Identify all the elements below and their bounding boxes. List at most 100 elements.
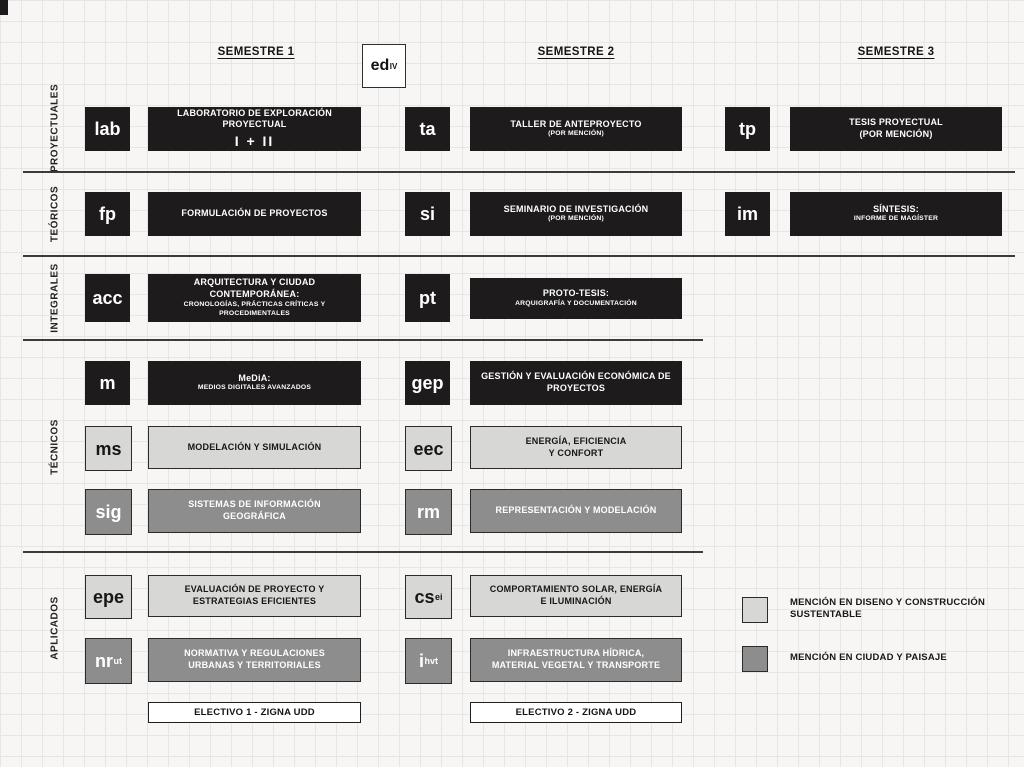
course-box-si: SEMINARIO DE INVESTIGACIÓN (POR MENCIÓN) <box>470 192 682 236</box>
course-title: ARQUITECTURA Y CIUDAD <box>193 277 316 288</box>
legend-label-sustentable: MENCIÓN EN DISENO Y CONSTRUCCIÓN SUSTENT… <box>790 597 986 621</box>
code-superscript: ei <box>435 591 443 602</box>
course-code-fp: fp <box>85 192 130 236</box>
code-text: cs <box>414 587 435 607</box>
course-code-acc: acc <box>85 274 130 322</box>
course-title: ENERGÍA, EFICIENCIA <box>525 435 627 446</box>
course-title-2: MATERIAL VEGETAL Y TRANSPORTE <box>491 660 661 670</box>
code-text: ms <box>95 438 122 459</box>
legend-swatch-sustentable <box>742 597 768 623</box>
divider-teoricos <box>23 255 1015 257</box>
divider-proyectuales <box>23 171 1015 173</box>
course-title: EVALUACIÓN DE PROYECTO Y <box>184 584 325 595</box>
code-text: tp <box>739 119 756 139</box>
course-box-ms: MODELACIÓN Y SIMULACIÓN <box>148 426 361 469</box>
course-title: MeDiA: <box>238 372 271 383</box>
course-title: GESTIÓN Y EVALUACIÓN ECONÓMICA DE <box>481 371 671 382</box>
course-title-2: URBANAS Y TERRITORIALES <box>188 660 321 670</box>
code-text: sig <box>95 502 122 522</box>
code-text: im <box>736 204 758 224</box>
course-box-m: MeDiA: MEDIOS DIGITALES AVANZADOS <box>148 361 361 405</box>
course-title-2: CONTEMPORÁNEA: <box>209 289 300 300</box>
logo-superscript: IV <box>389 61 398 71</box>
course-title: SISTEMAS DE INFORMACIÓN <box>188 499 321 510</box>
course-box-eec: ENERGÍA, EFICIENCIA Y CONFORT <box>470 426 682 469</box>
code-text: fp <box>99 204 116 224</box>
course-code-sig: sig <box>85 489 132 535</box>
divider-integrales <box>23 339 703 341</box>
course-code-ta: ta <box>405 107 450 151</box>
course-box-sig: SISTEMAS DE INFORMACIÓN GEOGRÁFICA <box>148 489 361 533</box>
course-box-im: SÍNTESIS: INFORME DE MAGÍSTER <box>790 192 1002 236</box>
code-text: nr <box>95 651 113 671</box>
course-box-tp: TESIS PROYECTUAL (POR MENCIÓN) <box>790 107 1002 151</box>
course-subtitle: CRONOLOGÍAS, PRÁCTICAS CRÍTICAS Y PROCED… <box>183 300 326 317</box>
course-title: INFRAESTRUCTURA HÍDRICA, <box>507 648 645 659</box>
course-box-rm: REPRESENTACIÓN Y MODELACIÓN <box>470 489 682 533</box>
course-box-acc: ARQUITECTURA Y CIUDAD CONTEMPORÁNEA: CRO… <box>148 274 361 322</box>
course-title: COMPORTAMIENTO SOLAR, ENERGÍA <box>489 584 663 595</box>
course-title: TESIS PROYECTUAL <box>849 117 943 128</box>
course-code-gep: gep <box>405 361 450 405</box>
course-title: TALLER DE ANTEPROYECTO <box>510 118 642 129</box>
course-title: LABORATORIO DE EXPLORACIÓN PROYECTUAL <box>177 107 332 130</box>
code-text: si <box>419 204 435 224</box>
course-code-ms: ms <box>85 426 132 471</box>
course-title-2: ESTRATEGIAS EFICIENTES <box>192 596 317 606</box>
code-text: i <box>418 651 424 671</box>
semester-3-header: SEMESTRE 3 <box>857 46 935 58</box>
course-title: PROTO-TESIS: <box>542 288 610 299</box>
course-title: REPRESENTACIÓN Y MODELACIÓN <box>495 505 657 516</box>
course-subtitle: MEDIOS DIGITALES AVANZADOS <box>197 384 312 392</box>
course-box-epe: EVALUACIÓN DE PROYECTO Y ESTRATEGIAS EFI… <box>148 575 361 617</box>
course-box-i: INFRAESTRUCTURA HÍDRICA, MATERIAL VEGETA… <box>470 638 682 682</box>
code-text: epe <box>92 587 125 607</box>
course-code-pt: pt <box>405 274 450 322</box>
course-title: NORMATIVA Y REGULACIONES <box>184 648 325 659</box>
logo-text: ed <box>370 57 390 74</box>
category-label-aplicados: APLICADOS <box>49 596 61 660</box>
course-code-epe: epe <box>85 575 132 619</box>
divider-tecnicos <box>23 551 703 553</box>
course-code-m: m <box>85 361 130 405</box>
legend-swatch-ciudad <box>742 646 768 672</box>
course-code-rm: rm <box>405 489 452 535</box>
category-label-teoricos: TEÓRICOS <box>49 185 61 243</box>
course-title-2: Y CONFORT <box>548 447 604 458</box>
category-label-proyectuales: PROYECTUALES <box>49 83 61 173</box>
course-title: SÍNTESIS: <box>873 203 919 214</box>
course-box-ta: TALLER DE ANTEPROYECTO (POR MENCIÓN) <box>470 107 682 151</box>
code-text: ta <box>419 119 436 139</box>
course-box-pt: PROTO-TESIS: ARQUIGRAFÍA Y DOCUMENTACIÓN <box>470 278 682 319</box>
course-subtitle: (POR MENCIÓN) <box>548 130 604 138</box>
category-label-tecnicos: TÉCNICOS <box>49 419 61 475</box>
course-code-eec: eec <box>405 426 452 471</box>
code-text: m <box>99 373 116 393</box>
course-code-tp: tp <box>725 107 770 151</box>
category-label-integrales: INTEGRALES <box>49 263 61 333</box>
code-text: eec <box>413 438 444 459</box>
code-text: gep <box>411 373 444 393</box>
code-superscript: ut <box>113 655 123 666</box>
course-title-2: (POR MENCIÓN) <box>859 129 933 139</box>
code-superscript: hvt <box>424 655 439 666</box>
legend-label-ciudad: MENCIÓN EN CIUDAD Y PAISAJE <box>790 652 947 663</box>
code-text: acc <box>92 288 123 308</box>
semester-1-header: SEMESTRE 1 <box>217 46 295 58</box>
course-box-gep: GESTIÓN Y EVALUACIÓN ECONÓMICA DE PROYEC… <box>470 361 682 405</box>
course-title: FORMULACIÓN DE PROYECTOS <box>181 208 328 219</box>
course-title-2: E ILUMINACIÓN <box>540 596 612 606</box>
course-box-lab: LABORATORIO DE EXPLORACIÓN PROYECTUAL I … <box>148 107 361 151</box>
semester-2-header: SEMESTRE 2 <box>537 46 615 58</box>
code-text: rm <box>416 502 440 522</box>
course-subtitle: I + II <box>234 133 275 150</box>
course-title: MODELACIÓN Y SIMULACIÓN <box>187 441 322 452</box>
course-subtitle: ARQUIGRAFÍA Y DOCUMENTACIÓN <box>515 299 637 307</box>
course-code-lab: lab <box>85 107 130 151</box>
code-text: pt <box>419 288 436 308</box>
